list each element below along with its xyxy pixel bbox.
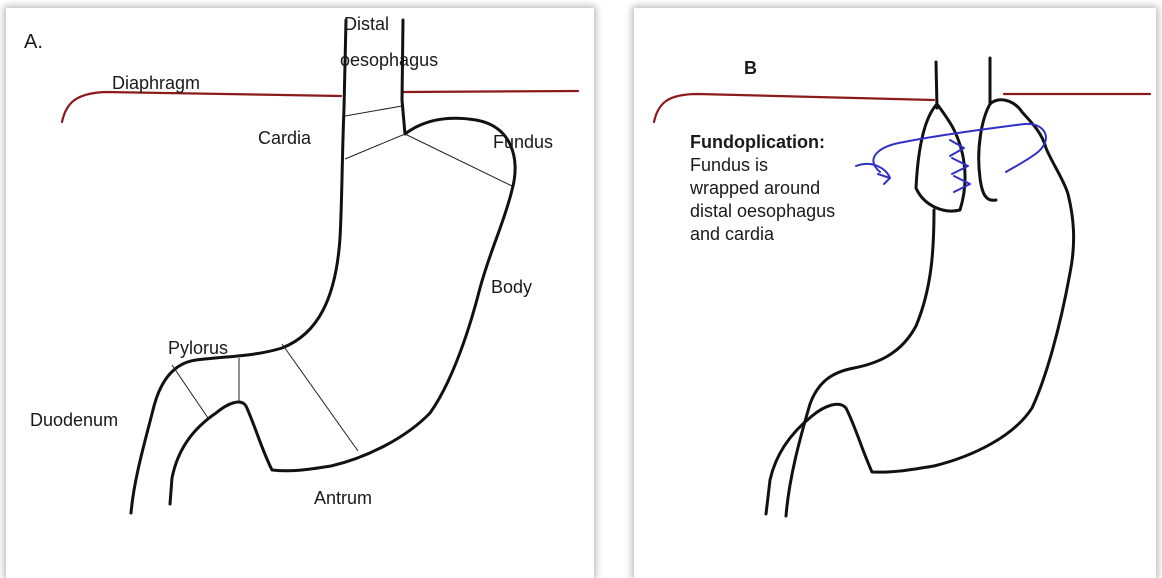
label-pylorus: Pylorus [168,338,228,358]
label-oesophagus: oesophagus [340,50,438,70]
desc-line-3: distal oesophagus [690,201,835,221]
cardia-lower-line [345,134,405,159]
label-cardia: Cardia [258,128,312,148]
panel-b-fundoplication: B Fundoplication: Fundus is wrapped arou… [634,8,1156,578]
wrap-arrow-head [856,164,890,184]
cardia-upper-line [345,106,402,116]
panel-a-normal-stomach: A. Distal oesophagus Diaphragm Cardia Fu… [6,8,594,578]
label-diaphragm: Diaphragm [112,73,200,93]
panel-a-letter: A. [24,31,43,53]
diaphragm-line [654,94,1150,122]
stomach-diagram-a: A. Distal oesophagus Diaphragm Cardia Fu… [6,8,594,578]
pylorus-line-left [172,365,208,418]
label-antrum: Antrum [314,488,372,508]
greater-curvature-outline [766,194,1074,514]
stomach-diagram-b: B Fundoplication: Fundus is wrapped arou… [634,8,1156,578]
wrap-right-outline [990,100,1068,194]
label-duodenum: Duodenum [30,410,118,430]
label-distal: Distal [344,14,389,34]
label-fundus: Fundus [493,132,553,152]
diaphragm-line [62,91,578,122]
antrum-line [282,344,358,451]
panel-b-letter: B [744,58,757,78]
oesophagus-left-wall [936,62,937,108]
fundoplication-title: Fundoplication: [690,132,825,152]
wrap-suture-3 [954,176,970,192]
wrap-right-lobe [979,104,996,200]
desc-line-4: and cardia [690,224,775,244]
desc-line-2: wrapped around [689,178,820,198]
wrap-left-lobe [916,104,965,211]
desc-line-1: Fundus is [690,155,768,175]
label-body: Body [491,277,532,297]
